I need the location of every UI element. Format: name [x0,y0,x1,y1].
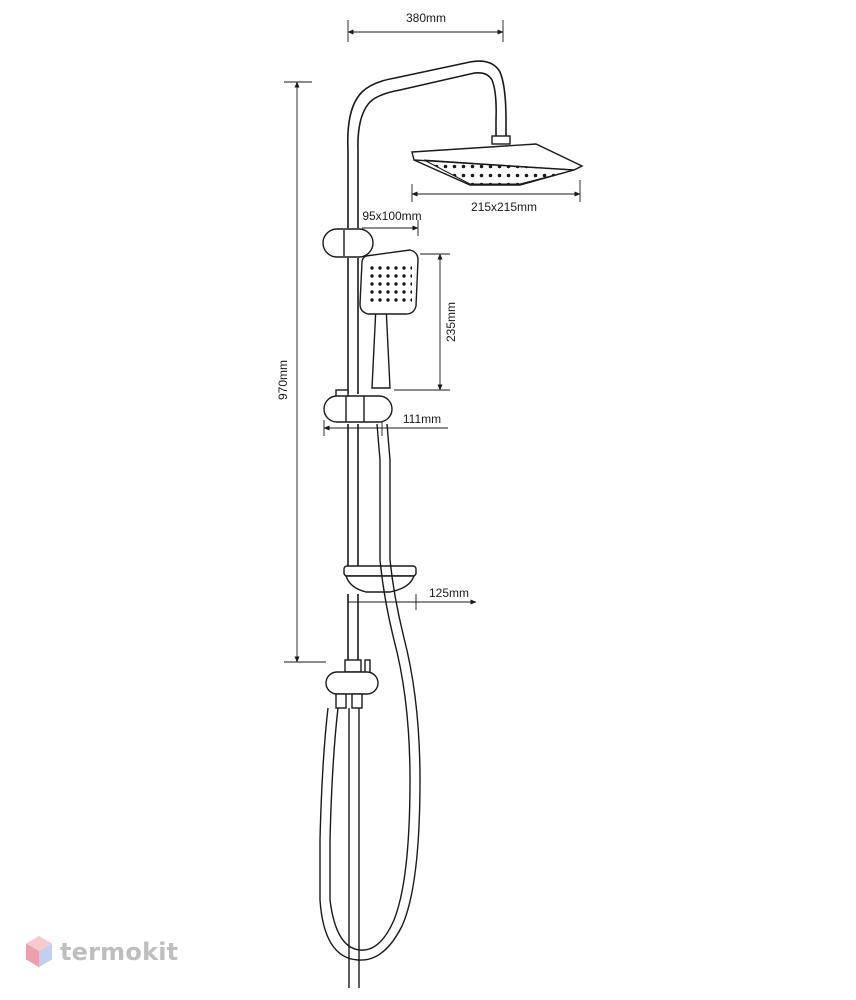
hand-shower [359,249,419,389]
shower-hose [319,423,421,988]
label-holder-offset: 111mm [403,412,441,426]
top-slider-bracket [322,228,374,258]
label-head-size: 215x215mm [471,200,537,214]
soap-shelf [343,565,417,593]
label-arm-length: 380mm [406,11,446,25]
label-hand-head-size: 95x100mm [362,209,421,223]
label-total-height: 970mm [276,360,290,400]
overhead-shower-head [411,135,584,186]
riser-pipe [346,60,507,660]
brand-watermark: termokit [24,934,178,970]
diverter-valve [325,659,379,709]
hand-shower-holder [323,389,393,423]
label-shelf-width: 125mm [429,586,469,600]
brand-name: termokit [60,938,179,966]
cube-logo-icon [26,936,52,967]
label-hand-length: 235mm [444,302,458,342]
